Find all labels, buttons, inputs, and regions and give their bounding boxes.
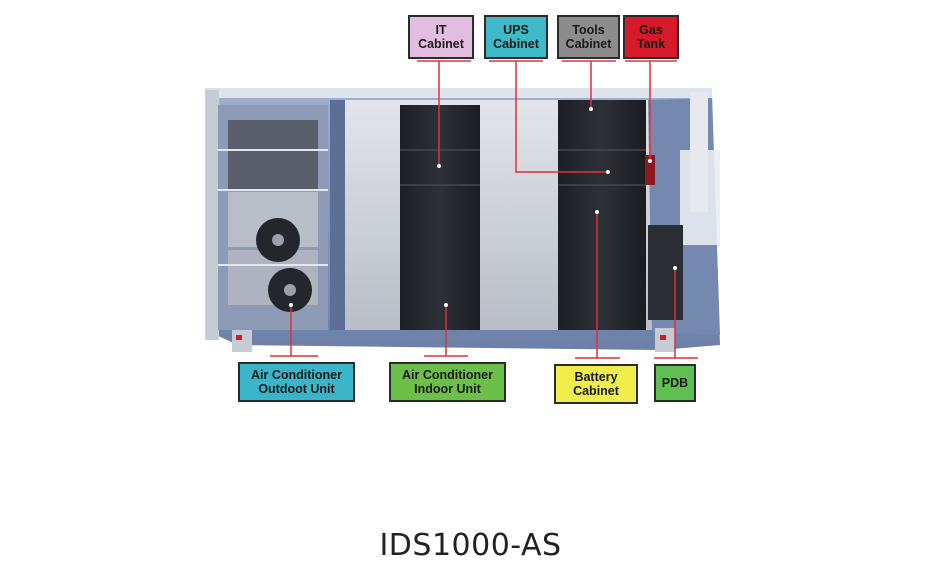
label-ac-indoor-line1: Air Conditioner [402, 368, 493, 382]
label-gas-tank-line1: Gas [639, 23, 663, 37]
label-ac-indoor-line2: Indoor Unit [414, 382, 481, 396]
label-ac-outdoor-line2: Outdoot Unit [258, 382, 335, 396]
label-ac-outdoor-unit: Air Conditioner Outdoot Unit [238, 362, 355, 402]
label-battery-line2: Cabinet [573, 384, 619, 398]
diagram-title: IDS1000-AS [379, 528, 562, 563]
it-cabinet-stack [400, 105, 480, 330]
leader-lines [270, 60, 698, 359]
label-it-cabinet-line2: Cabinet [418, 37, 464, 51]
label-tools-cabinet: Tools Cabinet [557, 15, 620, 59]
label-ac-outdoor-line1: Air Conditioner [251, 368, 342, 382]
label-gas-tank-line2: Tank [636, 37, 666, 51]
label-tools-cabinet-line1: Tools [572, 23, 605, 37]
label-ups-cabinet: UPS Cabinet [484, 15, 548, 59]
label-pdb-line1: PDB [661, 376, 689, 390]
label-ac-indoor-unit: Air Conditioner Indoor Unit [389, 362, 506, 402]
label-battery-line1: Battery [574, 370, 618, 384]
label-ups-cabinet-line2: Cabinet [493, 37, 539, 51]
label-ups-cabinet-line1: UPS [503, 23, 529, 37]
ac-outdoor-rack [218, 105, 328, 330]
label-tools-cabinet-line2: Cabinet [565, 37, 612, 51]
label-it-cabinet-line1: IT [435, 23, 447, 37]
ups-battery-cabinet-stack [558, 100, 655, 330]
label-battery-cabinet: Battery Cabinet [554, 364, 638, 404]
label-gas-tank: Gas Tank [623, 15, 679, 59]
label-it-cabinet: IT Cabinet [408, 15, 474, 59]
label-pdb: PDB [654, 364, 696, 402]
pdb-box [648, 225, 683, 320]
